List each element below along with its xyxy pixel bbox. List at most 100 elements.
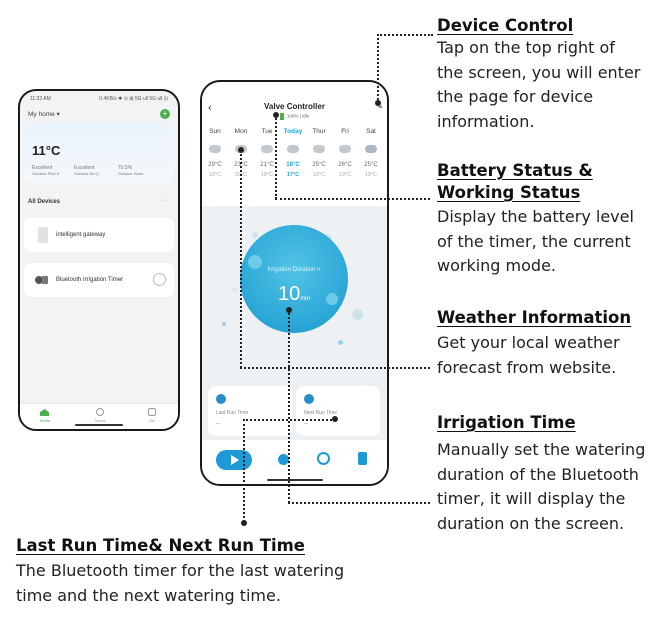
desc-line: forecast from website. <box>437 357 617 377</box>
power-icon[interactable] <box>153 273 166 286</box>
all-devices-label: All Devices <box>28 199 61 205</box>
battery-icon <box>279 113 284 120</box>
weather-card <box>24 123 174 183</box>
day-name: Thur <box>312 128 326 135</box>
mode-icon[interactable] <box>278 454 289 465</box>
cloud-icon <box>339 145 351 153</box>
duration-value: 10min <box>240 283 348 306</box>
stat-value: Excellent <box>32 165 53 171</box>
desc-line: Display the battery level <box>437 207 634 226</box>
battery-status: 100% | idle <box>202 113 387 120</box>
chevron-down-icon: ▾ <box>56 111 60 118</box>
desc-line: duration of the Bluetooth <box>437 464 639 484</box>
stat-label: Outdoor PM2.5 <box>32 171 60 176</box>
irrigation-duration-dial[interactable]: Irrigation Duration > 10min <box>240 225 348 333</box>
status-time: 11:23 AM <box>30 96 51 102</box>
connector-weather <box>240 150 242 368</box>
stat-label: Outdoor Air Q... <box>74 171 102 176</box>
rain-cloud-icon <box>365 145 377 153</box>
connector-run-time <box>243 419 245 522</box>
home-label: My home <box>28 111 55 118</box>
me-icon[interactable] <box>148 408 156 416</box>
add-device-icon[interactable]: + <box>160 109 170 119</box>
annotation-desc-run-time: The Bluetooth timer for the last waterin… <box>16 559 344 608</box>
cloud-icon <box>209 145 221 153</box>
annotation-title-working-status: Working Status <box>437 183 581 202</box>
home-phone-screen: 11:23 AM 0.4KB/s ✱ ⊙ ⊠ 5G ull 5G ull ⊡ M… <box>18 89 180 431</box>
desc-line: Manually set the watering <box>437 440 646 459</box>
temp-high-today: 18°C <box>286 162 300 168</box>
desc-line: time and the next watering time. <box>16 585 281 605</box>
duration-number: 10 <box>278 283 301 305</box>
last-run-label: Last Run Time <box>216 410 249 416</box>
day-name-today: Today <box>283 128 303 135</box>
next-run-card: Next Run Time -- <box>296 386 380 436</box>
clock-icon <box>304 394 314 404</box>
day-name: Mon <box>234 128 248 135</box>
temp-low: 19°C <box>338 172 352 178</box>
decor-bubble <box>352 309 363 320</box>
desc-line: the screen, you will enter <box>437 62 641 82</box>
status-bar: 11:23 AM 0.4KB/s ✱ ⊙ ⊠ 5G ull 5G ull ⊡ <box>30 96 168 102</box>
temp-low-today: 17°C <box>286 172 300 178</box>
day-name: Fri <box>341 128 349 135</box>
annotation-desc-weather: Get your local weather forecast from web… <box>437 331 620 380</box>
duration-label: Irrigation Duration > <box>267 267 321 273</box>
connector-battery-status <box>275 198 430 200</box>
connector-irrigation-time <box>288 310 290 503</box>
device-name: Bluetooth Irrigation Timer <box>56 277 124 283</box>
connector-dot <box>332 416 338 422</box>
temp-high: 25°C <box>364 162 378 168</box>
connector-dot <box>273 112 279 118</box>
valve-controller-screen: ‹ Valve Controller 100% | idle ✎ Sun Mon… <box>200 80 389 486</box>
annotation-title-device-control: Device Control <box>437 16 574 35</box>
edit-icon[interactable]: ✎ <box>375 101 383 111</box>
stat-value: Excellent <box>74 165 95 171</box>
desc-line: the page for device <box>437 87 594 106</box>
decor-bubble <box>252 232 258 238</box>
desc-line: Get your local weather <box>437 333 620 352</box>
duration-unit: min <box>300 296 310 302</box>
day-name: Sat <box>366 128 376 135</box>
tab-me[interactable]: Me <box>149 418 155 423</box>
connector-device-control <box>377 34 433 36</box>
last-run-value: -- <box>216 421 220 427</box>
status-icons: 0.4KB/s ✱ ⊙ ⊠ 5G ull 5G ull ⊡ <box>99 96 168 102</box>
desc-line: of the timer, the current <box>437 231 631 251</box>
stat-label: Outdoor Humi... <box>118 171 147 176</box>
day-name: Tue <box>261 128 273 135</box>
device-card-gateway[interactable]: intelligent gateway <box>24 218 174 252</box>
annotation-title-irrigation-time: Irrigation Time <box>437 413 576 432</box>
weather-header <box>202 82 387 206</box>
decor-bubble <box>248 255 262 269</box>
weather-temp: 11°C <box>32 143 61 158</box>
device-card-irrigation-timer[interactable]: Bluetooth Irrigation Timer <box>24 263 174 297</box>
schedule-icon[interactable] <box>358 452 367 465</box>
next-run-value: -- <box>304 421 308 427</box>
back-icon[interactable]: ‹ <box>208 102 212 114</box>
temp-high: 29°C <box>208 162 222 168</box>
decor-bubble <box>232 287 237 292</box>
annotation-title-battery-status: Battery Status & <box>437 161 593 180</box>
temp-low: 19°C <box>364 172 378 178</box>
cloud-icon <box>261 145 273 153</box>
last-run-card: Last Run Time -- <box>208 386 292 436</box>
cloud-icon <box>287 145 299 153</box>
connector-irrigation-time <box>288 502 430 504</box>
annotation-desc-irrigation-time: Manually set the watering duration of th… <box>437 438 645 536</box>
desc-line: information. <box>437 111 535 131</box>
scene-icon[interactable] <box>96 408 104 416</box>
home-icon[interactable] <box>40 409 49 416</box>
connector-dot <box>375 100 381 106</box>
more-icon[interactable]: ··· <box>161 197 168 204</box>
home-selector[interactable]: My home ▾ <box>28 110 60 118</box>
alarm-clock-icon[interactable] <box>317 452 330 465</box>
page-title: Valve Controller <box>264 102 325 111</box>
tab-scene[interactable]: Scene <box>94 418 106 423</box>
temp-high: 21°C <box>260 162 274 168</box>
tab-home[interactable]: Home <box>39 418 51 423</box>
play-button[interactable] <box>216 450 252 470</box>
desc-line: The Bluetooth timer for the last waterin… <box>16 561 345 580</box>
